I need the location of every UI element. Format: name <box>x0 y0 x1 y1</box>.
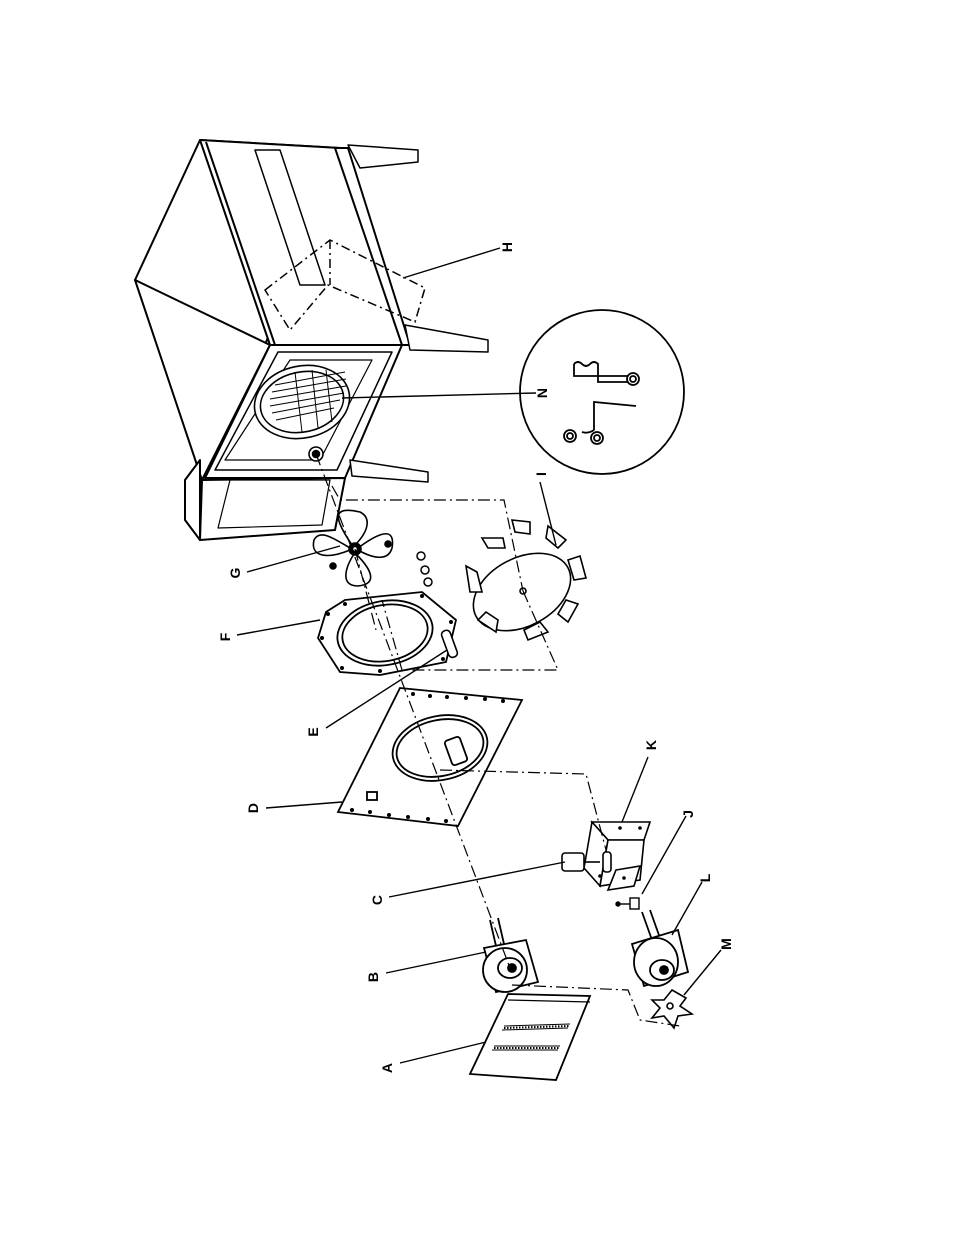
label-m: M <box>718 938 734 950</box>
nameplate <box>470 994 590 1080</box>
label-d: D <box>245 803 261 813</box>
label-l: L <box>697 873 713 882</box>
mounting-ring-plate <box>318 592 456 675</box>
blower-impeller <box>460 520 586 646</box>
label-n: N <box>534 388 550 398</box>
label-f: F <box>217 632 233 641</box>
washers <box>417 552 432 586</box>
label-e: E <box>305 727 321 736</box>
label-i: I <box>533 472 549 476</box>
cabinet-housing <box>135 140 488 540</box>
label-k: K <box>643 740 659 750</box>
label-c: C <box>369 895 385 905</box>
motor-main <box>483 918 538 992</box>
front-panel <box>338 688 522 826</box>
motor-fan <box>652 990 692 1028</box>
label-b: B <box>365 972 381 982</box>
label-a: A <box>379 1063 395 1073</box>
motor-bracket <box>584 822 650 890</box>
screw <box>616 898 639 909</box>
label-g: G <box>227 567 243 578</box>
label-j: J <box>680 810 696 818</box>
label-h: H <box>499 242 515 252</box>
